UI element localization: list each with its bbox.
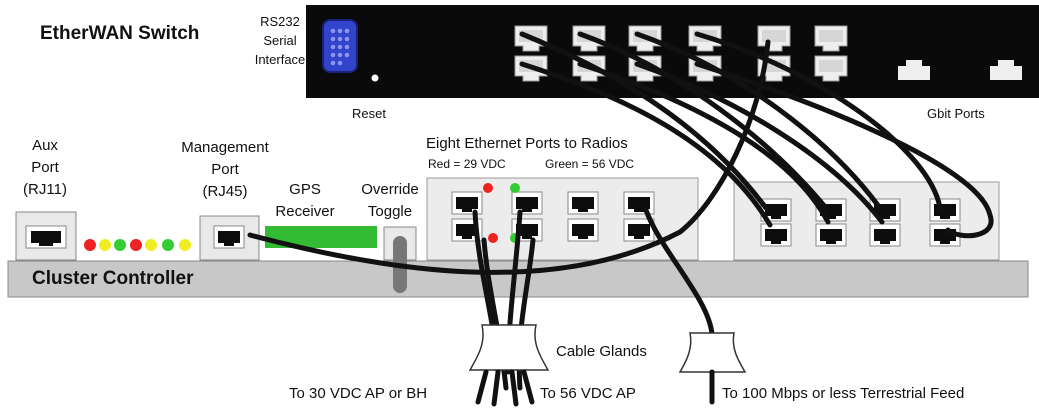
cluster-controller [7, 177, 1029, 298]
cable-gland-left [468, 324, 550, 371]
serial-interface-label: RS232 Serial Interface [254, 14, 306, 67]
cable-gland-right [678, 332, 747, 373]
controller-title: Cluster Controller [32, 268, 194, 289]
management-port-label: Management Port (RJ45) [181, 139, 269, 200]
gps-receiver [265, 226, 377, 248]
radio-port-panel [426, 177, 699, 261]
serial-port [322, 19, 358, 73]
gbit-ports [898, 60, 1022, 80]
patch-port-panel [733, 181, 1000, 261]
status-leds [84, 239, 191, 251]
switch-body [306, 5, 1039, 98]
green-voltage-label: Green = 56 VDC [545, 157, 635, 171]
gbit-ports-label: Gbit Ports [927, 106, 985, 121]
dest-30v-label: To 30 VDC AP or BH [289, 385, 428, 402]
cables [247, 31, 994, 398]
red-voltage-label: Red = 29 VDC [428, 157, 506, 171]
management-port [199, 215, 260, 261]
aux-port [15, 211, 77, 261]
green-voltage-dot [510, 183, 520, 193]
override-toggle-label: Override Toggle [361, 181, 419, 220]
aux-port-label: Aux Port (RJ11) [23, 137, 67, 198]
dest-56v-label: To 56 VDC AP [540, 385, 636, 402]
cable-glands [468, 324, 747, 407]
red-voltage-dot [483, 183, 493, 193]
override-toggle [383, 226, 417, 293]
dest-feed-label: To 100 Mbps or less Terrestrial Feed [722, 385, 965, 402]
cable-glands-label: Cable Glands [556, 343, 647, 360]
reset-button [371, 74, 379, 82]
reset-label: Reset [352, 106, 386, 121]
ethernet-switch [306, 5, 1039, 98]
switch-title: EtherWAN Switch [40, 23, 200, 44]
gps-receiver-label: GPS Receiver [275, 181, 335, 220]
radio-ports-label: Eight Ethernet Ports to Radios [426, 135, 628, 152]
